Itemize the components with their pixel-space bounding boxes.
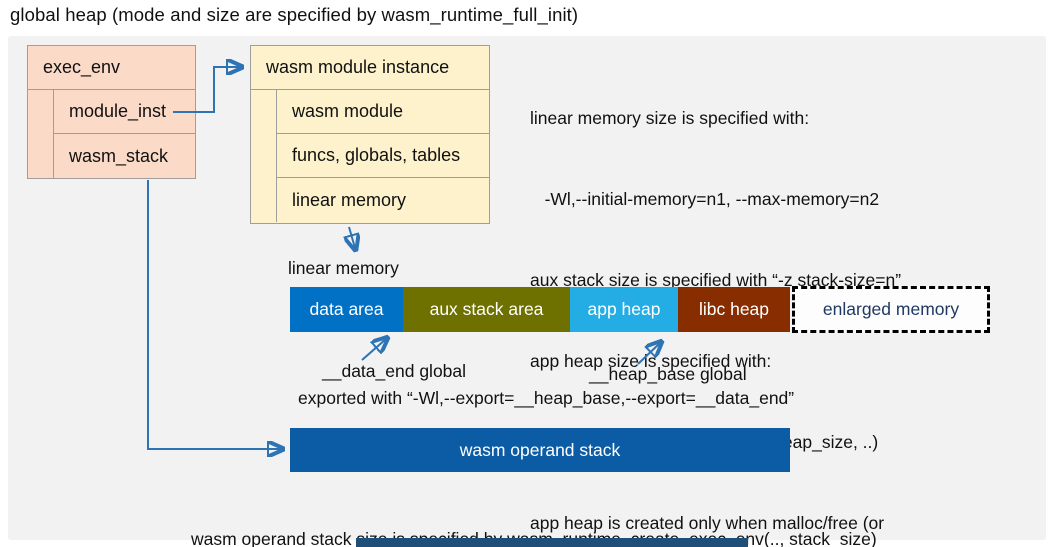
exec-env-row-wasm-stack: wasm_stack	[69, 145, 169, 166]
note-line-app-heap-size: app heap size is specified with:	[530, 351, 772, 371]
exec-env-row-module-inst: module_inst	[54, 90, 195, 134]
module-instance-box: wasm module instance wasm module funcs, …	[250, 45, 490, 224]
exec-env-body: module_inst wasm_stack	[28, 90, 195, 178]
heap-base-global-label: __heap_base global	[589, 364, 747, 384]
memory-segment-app-heap: app heap	[570, 287, 678, 332]
exec-env-spine	[28, 90, 54, 178]
note-line-app-heap-created: app heap is created only when malloc/fre…	[530, 513, 885, 533]
data-end-global-label: __data_end global	[322, 361, 467, 381]
page-title: global heap (mode and size are specified…	[10, 4, 579, 25]
module-instance-spine	[251, 90, 277, 222]
linear-memory-label: linear memory	[288, 258, 399, 278]
exec-env-box: exec_env module_inst wasm_stack	[27, 45, 196, 179]
memory-segment-data-area: data area	[290, 287, 403, 332]
operand-stack-note: wasm operand stack size is specified by …	[191, 479, 877, 547]
operand-stack-bar: wasm operand stack	[290, 428, 790, 472]
module-instance-row-wasm-module: wasm module	[277, 90, 489, 134]
note-line-aux-stack-size: aux stack size is specified with “-z sta…	[530, 270, 902, 290]
exec-env-header: exec_env	[28, 46, 195, 90]
module-instance-header: wasm module instance	[251, 46, 489, 90]
note-line-linear-memory-size: linear memory size is specified with:	[530, 108, 810, 128]
module-instance-row-linear-memory: linear memory	[292, 189, 407, 210]
note-line-wl-flags: -Wl,--initial-memory=n1, --max-memory=n2	[530, 189, 880, 209]
memory-segment-enlarged-memory: enlarged memory	[792, 286, 990, 333]
module-instance-row-funcs-globals-tables: funcs, globals, tables	[277, 134, 489, 178]
export-flags-note: exported with “-Wl,--export=__heap_base,…	[298, 388, 795, 408]
module-instance-body: wasm module funcs, globals, tables linea…	[251, 90, 489, 222]
memory-segment-libc-heap: libc heap	[678, 287, 790, 332]
bottom-accent-bar	[356, 538, 748, 547]
memory-segment-aux-stack-area: aux stack area	[403, 287, 570, 332]
